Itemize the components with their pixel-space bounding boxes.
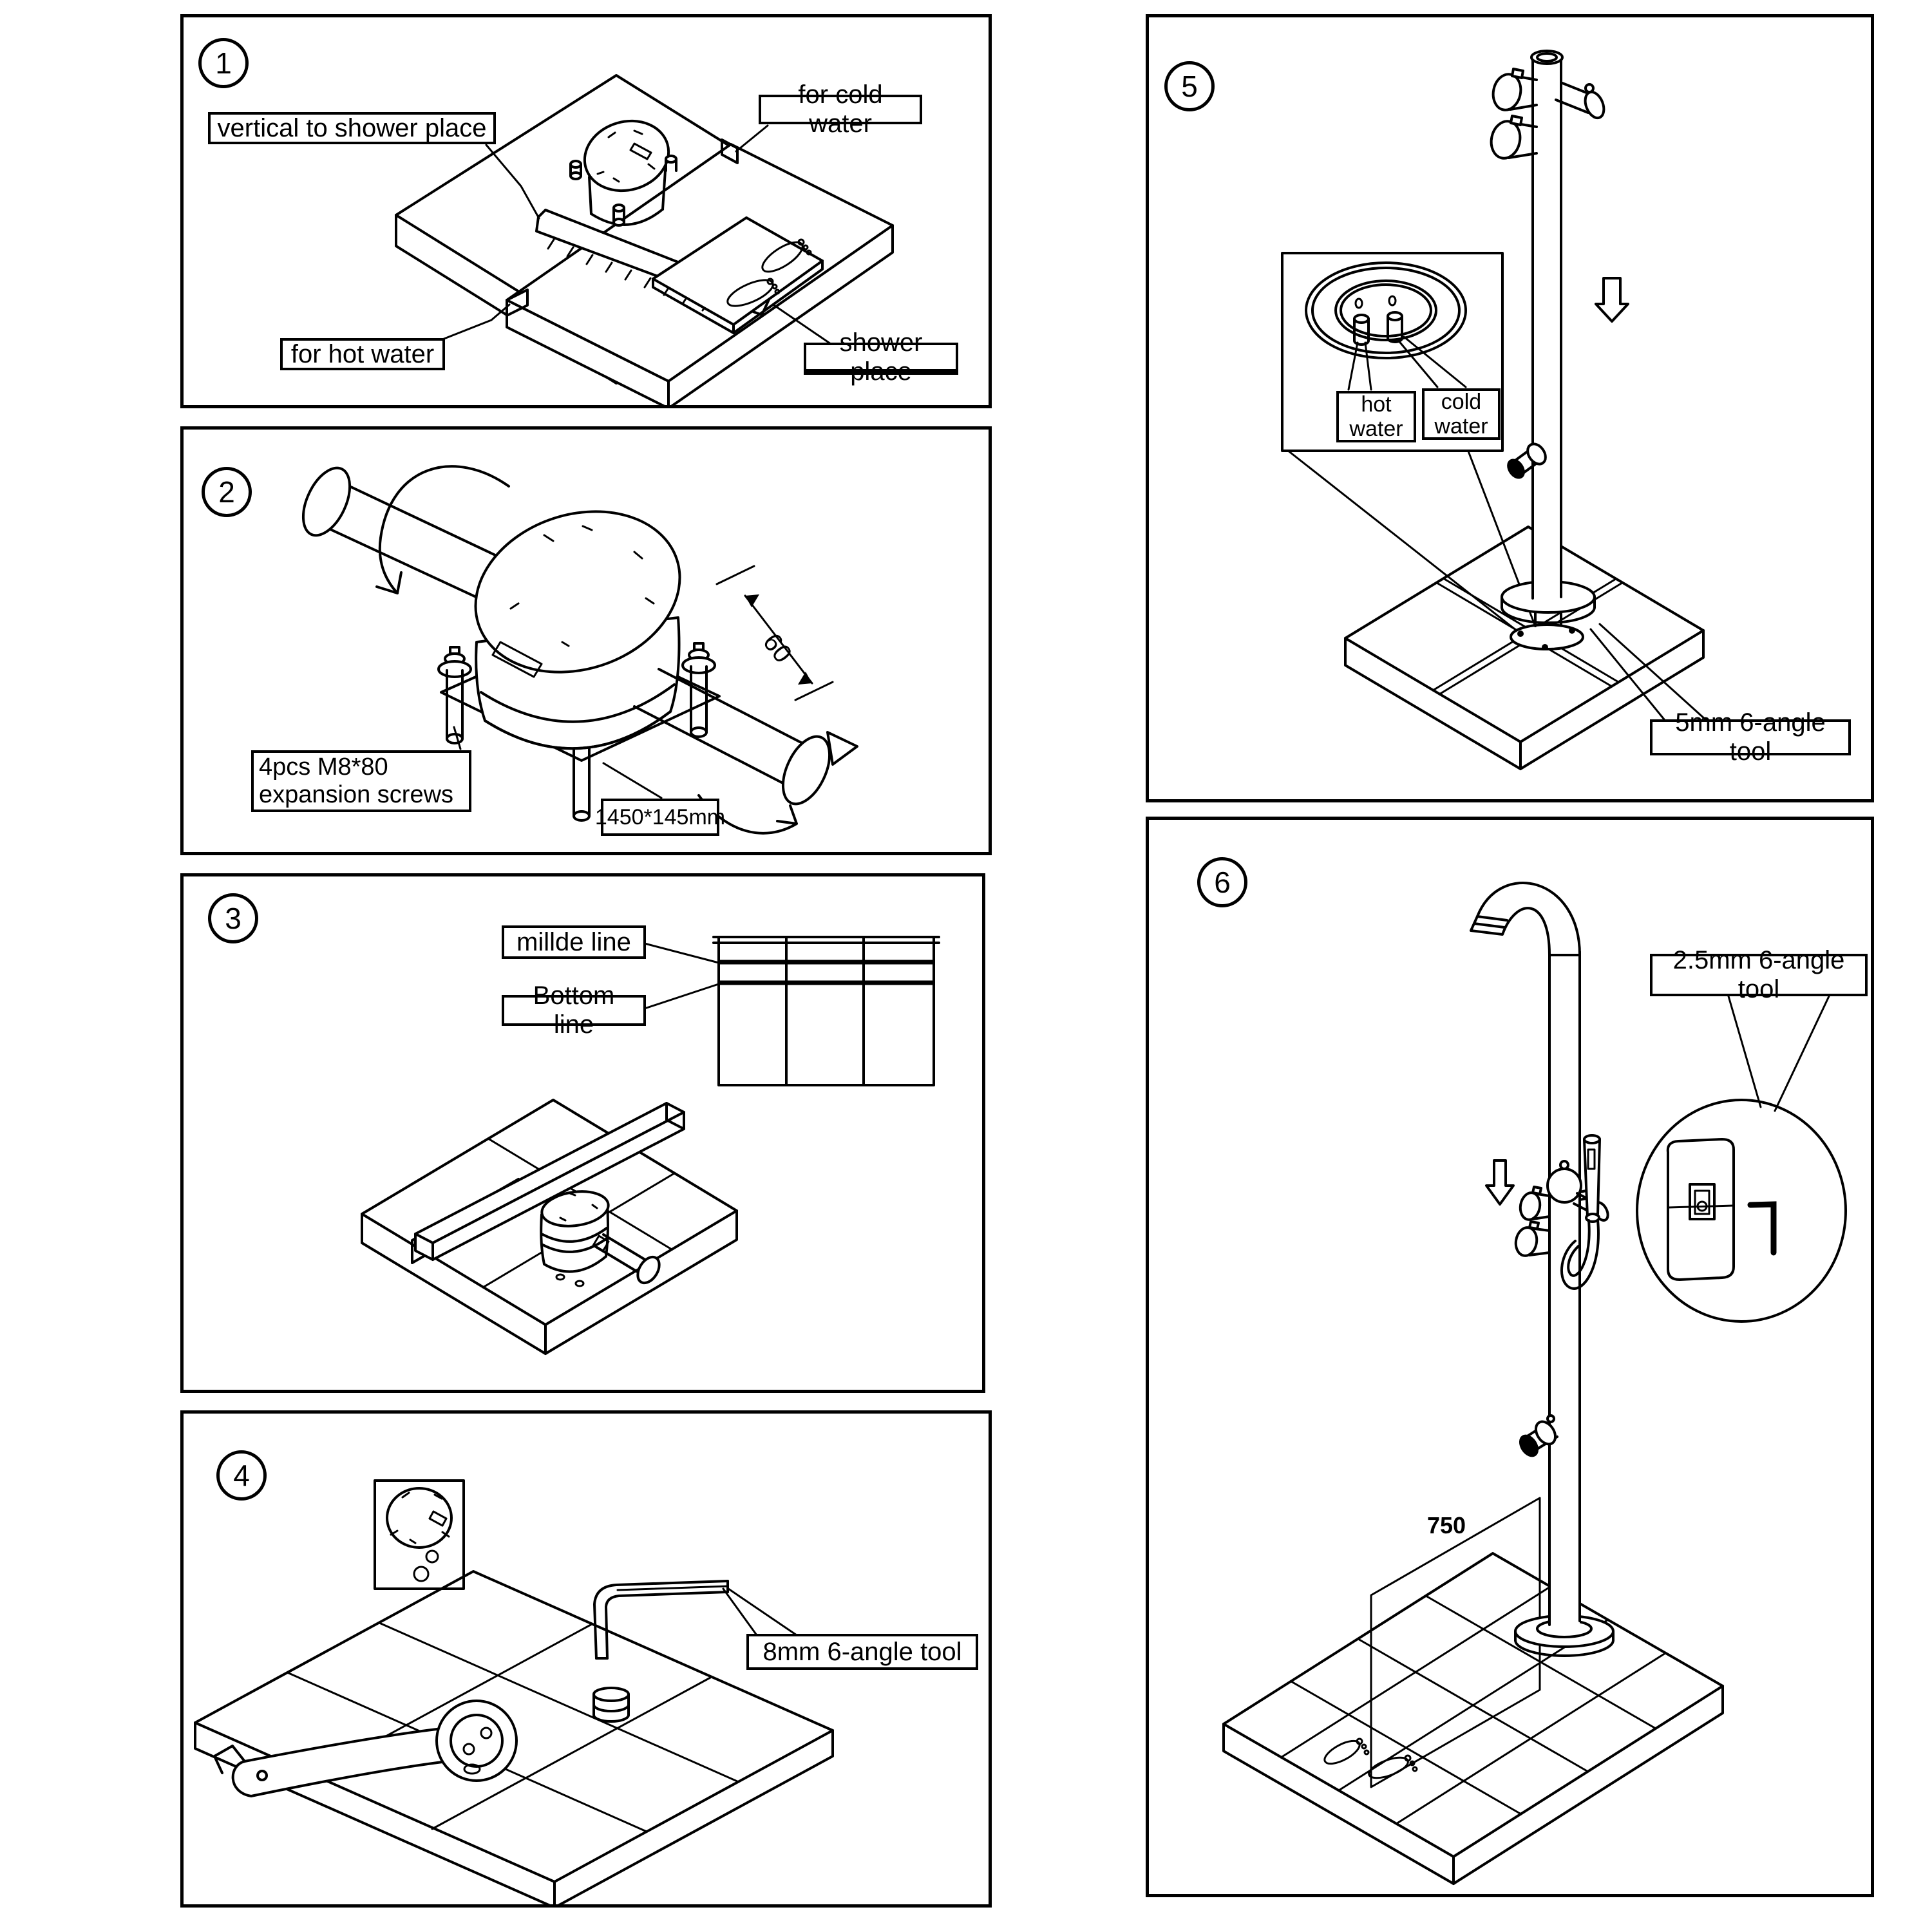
- label-for-hot-water: for hot water: [280, 338, 445, 370]
- label-8mm-tool: 8mm 6-angle tool: [746, 1634, 978, 1670]
- mixer-knob-lower: [1514, 1220, 1551, 1257]
- hot-water-notch: [506, 289, 529, 317]
- shower-column: [1530, 50, 1564, 600]
- label-plate-size: 1450*145mm: [595, 799, 725, 836]
- step-3-badge: 3: [208, 893, 258, 943]
- step-1-panel: 1: [180, 14, 992, 408]
- label-cold-water: cold water: [1422, 388, 1501, 440]
- label-2-5mm-tool: 2.5mm 6-angle tool: [1650, 946, 1868, 1003]
- tiled-base: [1222, 1552, 1724, 1885]
- step-3-panel: 3: [180, 873, 985, 1393]
- lower-outlet: [1519, 1414, 1558, 1457]
- mixer-knob-upper: [1519, 1186, 1551, 1221]
- label-hot-water: hot water: [1336, 391, 1416, 442]
- step-1-badge: 1: [198, 38, 249, 88]
- cold-water-notch: [721, 138, 739, 164]
- label-middle-line: millde line: [502, 925, 646, 959]
- marking-beam: [414, 1102, 685, 1261]
- shower-column: [1548, 951, 1581, 1628]
- step-2-panel: 2: [180, 426, 992, 855]
- down-arrow-icon: [1485, 1159, 1515, 1206]
- label-shower-place: shower place: [804, 328, 958, 386]
- down-arrow-icon: [1595, 277, 1629, 323]
- valve-body: [540, 1190, 661, 1287]
- step-6-panel: 6: [1146, 817, 1874, 1897]
- hex-key-icon: [593, 1580, 729, 1660]
- inlet-pipe-left: [301, 466, 520, 606]
- footprints: [1323, 1738, 1418, 1779]
- dimension-60: 60: [757, 628, 797, 668]
- valve-body: [474, 510, 681, 750]
- wall-tile-grid: [712, 936, 940, 1086]
- long-leader-lines: [1286, 440, 1539, 637]
- dimension-750: 750: [1427, 1512, 1466, 1539]
- hand-shower: [1560, 1134, 1601, 1290]
- label-bottom-line: Bottom line: [502, 981, 646, 1039]
- wrench: [213, 1700, 518, 1797]
- top-mixer-knob: [1492, 68, 1538, 111]
- label-for-cold-water: for cold water: [759, 80, 922, 138]
- bracket-detail-circle: [1636, 1099, 1847, 1323]
- tool-leader-lines: [1727, 995, 1830, 1112]
- step-4-panel: 4: [180, 1410, 992, 1908]
- allen-key-icon: [1747, 1201, 1777, 1256]
- leader-lines: [643, 942, 720, 1010]
- step-3-figure: [361, 936, 940, 1355]
- expansion-screw-3: [681, 642, 716, 738]
- leader-lines: [441, 124, 832, 345]
- step-5-panel: 5: [1146, 14, 1874, 802]
- step-5-figure: [1281, 50, 1707, 770]
- step-4-figure: [194, 1479, 834, 1904]
- step-6-figure: 750: [1222, 882, 1847, 1885]
- cap-part: [592, 1687, 630, 1723]
- depth-dimension: 60: [715, 565, 834, 701]
- expansion-screw-1: [437, 646, 472, 744]
- step-5-badge: 5: [1164, 61, 1215, 111]
- top-right-connector: [1555, 82, 1605, 120]
- tool-leader-lines: [1589, 623, 1707, 721]
- rotate-arrow-icon: [375, 465, 510, 594]
- step-4-badge: 4: [216, 1450, 267, 1501]
- insert-arrow-icon: [826, 731, 858, 766]
- gooseneck-spout: [1470, 882, 1581, 956]
- label-5mm-tool: 5mm 6-angle tool: [1650, 708, 1851, 766]
- valve-body: [569, 119, 677, 227]
- step-2-figure: 60: [301, 465, 858, 835]
- leader-lines: [453, 726, 663, 799]
- lower-outlet-connector: [1507, 442, 1547, 479]
- step-1-figure: [395, 74, 894, 405]
- leader-lines: [722, 1587, 798, 1636]
- shower-place-plate: [652, 216, 824, 334]
- second-mixer-knob: [1490, 115, 1538, 160]
- valve-top-view-inset: [374, 1479, 465, 1590]
- step-2-badge: 2: [202, 467, 252, 517]
- label-expansion-screws: 4pcs M8*80 expansion screws: [251, 750, 471, 812]
- step-6-badge: 6: [1197, 857, 1247, 907]
- label-vertical-to-shower-place: vertical to shower place: [208, 112, 496, 144]
- outlet-pipe-right: [633, 668, 858, 835]
